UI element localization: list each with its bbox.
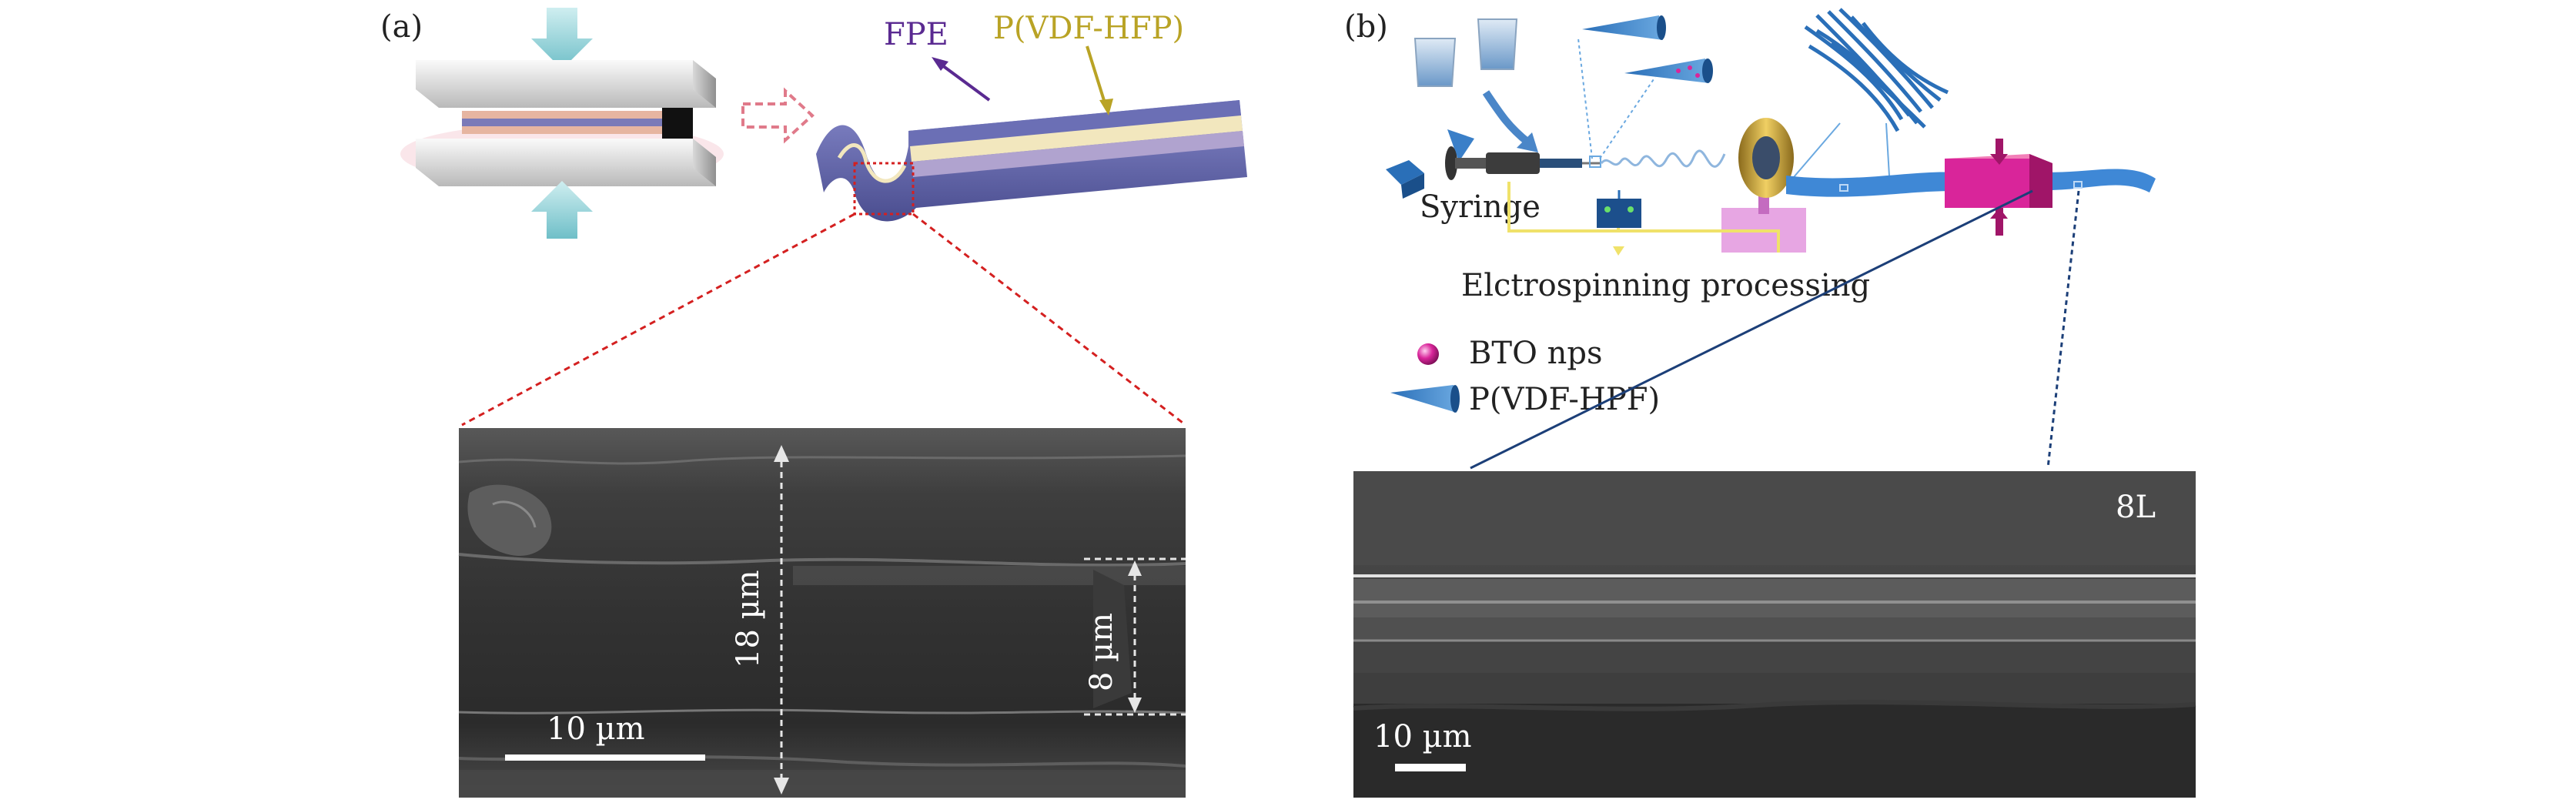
pvdf-hfp-label: P(VDF-HFP) [993,11,1184,46]
scale-bar-a [505,754,705,761]
sample-label: 8L [2116,490,2156,525]
fiber-bundle-icon [1804,8,1949,132]
legend-item-bto: BTO nps [1469,336,1602,371]
panel-b-label: (b) [1344,9,1388,45]
syringe-icon [1445,146,1601,180]
magenta-sphere-icon [1417,343,1439,365]
fiber-jet-spiral [1600,149,1726,168]
sem-image-b: 8L 10 µm [1353,471,2196,798]
thickness-layer-label: 8 µm [1084,613,1119,691]
press-down-arrow-icon [531,8,593,69]
panel-a-label: (a) [380,9,423,45]
guide-line-left [1470,189,2033,470]
legend-item-pvdf: P(VDF-HPF) [1469,382,1660,417]
blue-fiber-icon [1390,385,1460,413]
zoom-box [853,162,915,216]
guide-line-right [2046,190,2080,469]
pvdf-hfp-callout: P(VDF-HFP) [993,11,1184,115]
syringe-label: Syringe [1420,189,1541,225]
small-cube-icon [1386,160,1424,199]
hot-press-illustration [400,8,724,239]
power-supply-icon [1507,182,1780,256]
beaker-icon [1413,18,1518,87]
sem-image-a: 18 µm 8 µm 10 µm [458,428,1186,798]
zoom-guide-left [461,212,855,427]
process-arrow-icon [741,87,815,144]
pour-arrow-icon [1482,90,1531,146]
thickness-total-label: 18 µm [731,570,766,668]
fpe-film-illustration [816,100,1247,222]
process-label: Elctrospinning processing [1461,268,1870,303]
press-up-arrow-icon [531,181,593,239]
fpe-callout: FPE [884,17,991,102]
scale-label-a: 10 µm [547,711,645,747]
zoom-guide-right [912,212,1186,427]
fiber-cone-icon [1582,15,1713,83]
hot-press-block-icon [1945,139,2052,236]
scale-bar-b [1395,764,1466,771]
legend: BTO nps P(VDF-HPF) [1390,336,1660,417]
fpe-label: FPE [884,17,948,52]
scale-label-b: 10 µm [1373,719,1472,754]
blue-arrow-icon [1447,129,1474,162]
